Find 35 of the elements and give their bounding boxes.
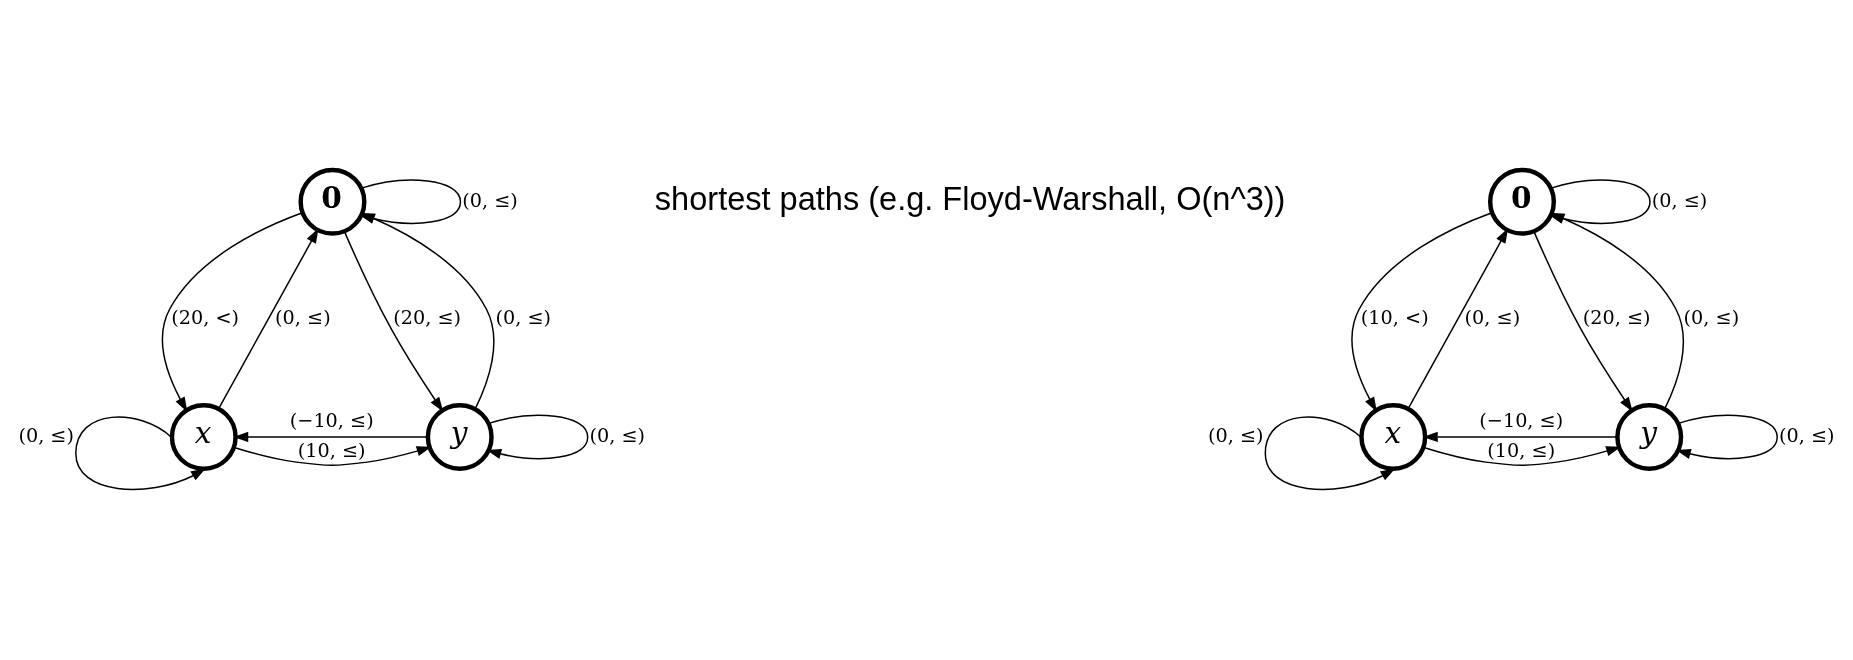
edge-label: (0, ≤) bbox=[462, 188, 518, 212]
node-circle: x bbox=[169, 402, 238, 471]
arrow bbox=[1407, 228, 1509, 410]
arrow bbox=[161, 211, 304, 412]
node-circle: 0 bbox=[1487, 167, 1557, 236]
node-circle: y bbox=[425, 402, 494, 471]
arrow bbox=[343, 230, 444, 412]
node-circle: y bbox=[1615, 402, 1684, 471]
edge-label: (0, ≤) bbox=[1683, 306, 1740, 330]
label: shortest paths (e.g. Floyd-Warshall, O(n^3)) bbox=[654, 181, 1286, 218]
edge-label: (20, <) bbox=[171, 306, 240, 330]
edge-label: (0, ≤) bbox=[1779, 424, 1835, 447]
arrow bbox=[1533, 230, 1633, 412]
edge-label: (0, ≤) bbox=[589, 424, 646, 447]
arrow bbox=[1676, 414, 1778, 460]
edge-label: (20, ≤) bbox=[1582, 306, 1651, 330]
edge-label: (0, ≤) bbox=[1464, 306, 1521, 330]
arrow bbox=[217, 228, 319, 410]
edge-label: (10, <) bbox=[1360, 306, 1429, 330]
edge-label: (0, ≤) bbox=[275, 306, 331, 330]
node-circle: x bbox=[1359, 402, 1428, 471]
edge-label: (10, ≤) bbox=[297, 438, 366, 462]
edge-label: (0, ≤) bbox=[1651, 188, 1708, 212]
arrow bbox=[1351, 211, 1493, 412]
edge-label: (0, ≤) bbox=[18, 424, 74, 447]
arrow bbox=[75, 416, 206, 491]
edge-label: (20, ≤) bbox=[393, 306, 462, 330]
edge-label: (−10, ≤) bbox=[289, 409, 374, 433]
node-circle: 0 bbox=[298, 167, 367, 236]
edge-label: (0, ≤) bbox=[1207, 424, 1264, 447]
arrow bbox=[1422, 446, 1621, 466]
edge-label: (−10, ≤) bbox=[1479, 409, 1564, 433]
edge-label: (0, ≤) bbox=[495, 306, 552, 330]
arrow bbox=[1264, 416, 1396, 491]
edge-label: (10, ≤) bbox=[1487, 438, 1556, 462]
